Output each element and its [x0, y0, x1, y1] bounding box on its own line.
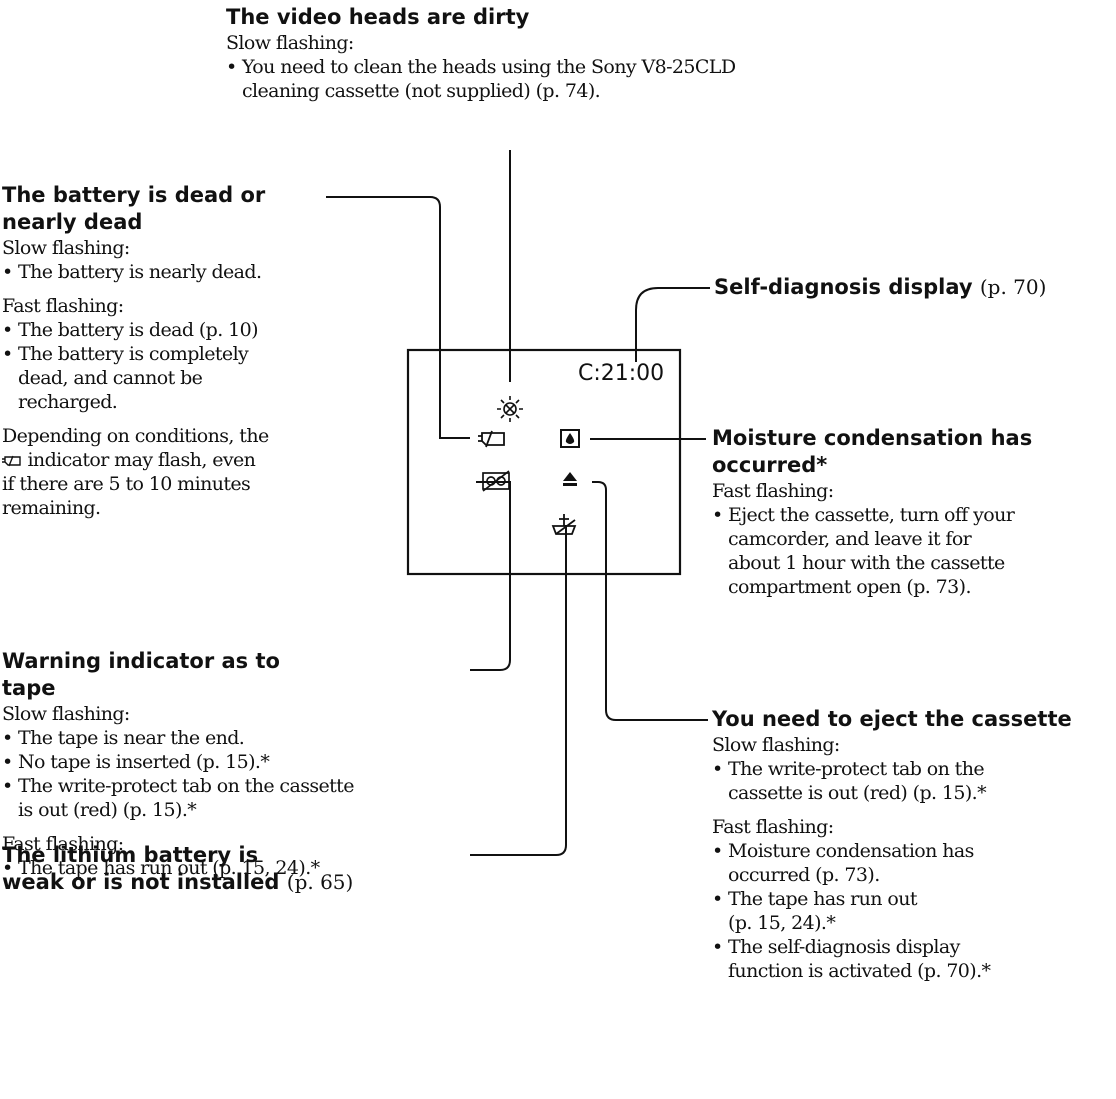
selfdiag-block: Self-diagnosis display (p. 70)	[714, 274, 1046, 301]
moisture-fast-label: Fast flashing:	[712, 480, 834, 502]
eject-fast-label: Fast flashing:	[712, 816, 834, 838]
battery-note-line1: Depending on conditions, the	[2, 425, 269, 447]
eject-fast-item: The self-diagnosis display	[712, 935, 1072, 959]
battery-leader-line	[326, 196, 470, 439]
eject-block: You need to eject the cassette Slow flas…	[712, 706, 1072, 983]
eject-fast-item: The tape has run out	[712, 887, 1072, 911]
moisture-list: Eject the cassette, turn off your	[712, 503, 1032, 527]
tape-fast-label: Fast flashing:	[2, 833, 124, 855]
tape-slow-list: The tape is near the end. No tape is ins…	[2, 726, 354, 798]
moisture-title-line2: occurred*	[712, 453, 828, 477]
viewfinder-frame	[406, 348, 682, 576]
battery-fast-item-cont: recharged.	[18, 391, 118, 413]
battery-note-line3: if there are 5 to 10 minutes	[2, 473, 251, 495]
battery-inline-icon	[2, 455, 21, 467]
moisture-item: Eject the cassette, turn off your	[712, 503, 1032, 527]
eject-slow-item-cont: cassette is out (red) (p. 15).*	[728, 782, 987, 804]
heads-item-cont: cleaning cassette (not supplied) (p. 74)…	[242, 80, 601, 102]
tape-counter: C:21:00	[578, 361, 665, 386]
tape-fast-item: The tape has run out (p. 15, 24).*	[2, 856, 354, 880]
tape-slow-label: Slow flashing:	[2, 703, 130, 725]
selfdiag-title: Self-diagnosis display	[714, 275, 973, 299]
tape-slow-item: No tape is inserted (p. 15).*	[2, 750, 354, 774]
heads-block: The video heads are dirty Slow flashing:…	[226, 4, 736, 103]
battery-note-line2: indicator may flash, even	[27, 449, 256, 471]
eject-fast-list: Moisture condensation has	[712, 839, 1072, 863]
battery-fast-item: The battery is completely	[2, 342, 269, 366]
tape-slow-item: The tape is near the end.	[2, 726, 354, 750]
eject-fast-item-cont: occurred (p. 73).	[728, 864, 880, 886]
battery-title-line1: The battery is dead or	[2, 183, 266, 207]
battery-slow-item: The battery is nearly dead.	[2, 260, 269, 284]
eject-title: You need to eject the cassette	[712, 707, 1072, 731]
eject-fast-list-2: The tape has run out	[712, 887, 1072, 911]
eject-leader-line	[592, 481, 708, 721]
battery-fast-label: Fast flashing:	[2, 295, 124, 317]
tape-title-line2: tape	[2, 676, 56, 700]
eject-slow-label: Slow flashing:	[712, 734, 840, 756]
battery-icon	[478, 430, 505, 448]
selfdiag-leader-line	[635, 287, 710, 362]
lithium-title-line2: weak or is not installed	[2, 870, 280, 894]
lithium-battery-icon	[551, 514, 577, 535]
battery-note-line4: remaining.	[2, 497, 101, 519]
battery-note-line2-wrap: indicator may flash, even	[2, 448, 269, 472]
moisture-icon	[560, 429, 580, 448]
eject-fast-list-3: The self-diagnosis display	[712, 935, 1072, 959]
tape-block: Warning indicator as to tape Slow flashi…	[2, 648, 354, 880]
battery-block: The battery is dead or nearly dead Slow …	[2, 182, 269, 520]
battery-fast-item: The battery is dead (p. 10)	[2, 318, 269, 342]
eject-fast-item: Moisture condensation has	[712, 839, 1072, 863]
eject-slow-list: The write-protect tab on the	[712, 757, 1072, 781]
tape-warning-icon	[482, 470, 510, 492]
heads-item: You need to clean the heads using the So…	[226, 55, 736, 79]
moisture-item-cont: about 1 hour with the cassette	[728, 552, 1005, 574]
tape-leader-line	[470, 481, 511, 671]
moisture-item-cont: compartment open (p. 73).	[728, 576, 971, 598]
moisture-item-cont: camcorder, and leave it for	[728, 528, 972, 550]
lithium-title-line1: The lithium battery is	[2, 843, 259, 867]
selfdiag-page-ref: (p. 70)	[979, 275, 1047, 299]
lithium-page-ref: (p. 65)	[286, 870, 354, 894]
battery-slow-label: Slow flashing:	[2, 237, 130, 259]
heads-title: The video heads are dirty	[226, 5, 530, 29]
eject-fast-item-cont: (p. 15, 24).*	[728, 912, 836, 934]
tape-slow-item: The write-protect tab on the cassette	[2, 774, 354, 798]
eject-fast-item-cont: function is activated (p. 70).*	[728, 960, 991, 982]
battery-fast-item-cont: dead, and cannot be	[18, 367, 203, 389]
eject-icon	[563, 472, 577, 486]
tape-slow-item-cont: is out (red) (p. 15).*	[18, 799, 197, 821]
battery-fast-list: The battery is dead (p. 10) The battery …	[2, 318, 269, 366]
battery-title-line2: nearly dead	[2, 210, 143, 234]
dirty-heads-icon	[497, 396, 523, 422]
heads-slow-label: Slow flashing:	[226, 32, 354, 54]
battery-slow-list: The battery is nearly dead.	[2, 260, 269, 284]
moisture-title-line1: Moisture condensation has	[712, 426, 1033, 450]
lithium-block: The lithium battery is weak or is not in…	[2, 842, 353, 896]
heads-list: You need to clean the heads using the So…	[226, 55, 736, 79]
tape-title-line1: Warning indicator as to	[2, 649, 280, 673]
moisture-block: Moisture condensation has occurred* Fast…	[712, 425, 1032, 599]
tape-fast-list: The tape has run out (p. 15, 24).*	[2, 856, 354, 880]
lithium-leader-line	[470, 525, 567, 856]
eject-slow-item: The write-protect tab on the	[712, 757, 1072, 781]
